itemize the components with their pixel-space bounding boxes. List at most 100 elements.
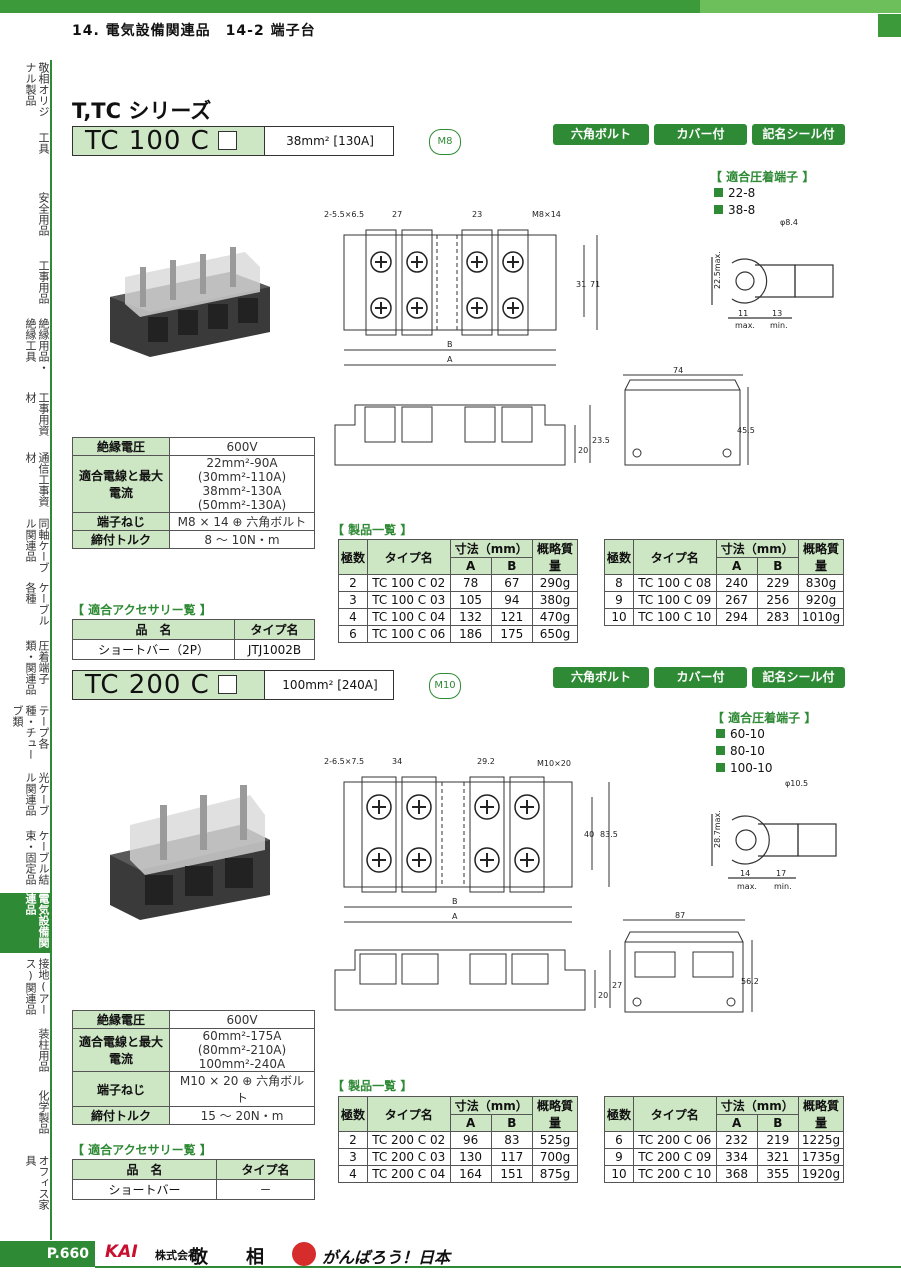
dim-label: 56.2 — [741, 977, 759, 986]
column-header: A — [715, 557, 758, 575]
column-header: タイプ名 — [367, 1096, 451, 1132]
table-cell: TC 100 C 06 — [367, 625, 451, 643]
column-header: 寸法（mm） — [715, 1096, 799, 1115]
dim-label: 2-5.5×6.5 — [324, 210, 364, 219]
ring-terminal-drawing-tc100: φ8.4 22.5max. 11 13 max. min. — [711, 218, 834, 330]
sidebar-category[interactable]: 化学製品 — [37, 1090, 50, 1134]
product-photo-tc200 — [110, 785, 270, 920]
sidebar-category[interactable]: 安全用品 — [37, 192, 50, 236]
sidebar-category[interactable]: 圧着端子類・関連品 — [24, 640, 50, 695]
table-cell: 321 — [756, 1148, 800, 1166]
column-header: 寸法（mm） — [715, 539, 799, 558]
sidebar-category[interactable]: 電気設備関連品 — [0, 893, 50, 953]
end-view-drawing-tc100: 74 45.5 — [623, 366, 755, 466]
table-cell: TC 100 C 04 — [367, 608, 451, 626]
sidebar-category[interactable]: 工事用資材 — [24, 392, 50, 436]
sidebar-category[interactable]: 工具 — [37, 132, 50, 154]
table-cell: 355 — [756, 1165, 800, 1183]
table-cell: ショートバー（2P） — [71, 639, 236, 660]
sidebar-category[interactable]: 通信工事資材 — [24, 452, 50, 507]
column-header: 寸法（mm） — [449, 539, 533, 558]
spec-key: 適合電線と最大電流 — [72, 1028, 170, 1072]
sidebar-category[interactable]: オフィス家具 — [24, 1155, 50, 1210]
table-cell: 380g — [532, 591, 578, 609]
terminal-item: 22-8 — [714, 186, 755, 200]
column-header: B — [490, 557, 534, 575]
table-row: ショートバー（2P）JTJ1002B — [71, 639, 315, 660]
table-cell: 10 — [604, 608, 634, 626]
sidebar-category[interactable]: 装柱用品 — [37, 1028, 50, 1072]
terminal-item: 80-10 — [716, 744, 765, 758]
sidebar-category[interactable]: テープ各種・チューブ類 — [11, 705, 50, 760]
sidebar-category[interactable]: ケーブル各種 — [24, 582, 50, 626]
sidebar-category[interactable]: 光ケーブル関連品 — [24, 772, 50, 816]
column-header: 極数 — [338, 539, 368, 575]
column-header: A — [715, 1114, 758, 1132]
model-header-tc200: TC 200 C 100mm² [240A] — [72, 670, 394, 700]
table-cell: 525g — [532, 1131, 578, 1149]
dim-label: 28.7max. — [713, 810, 722, 848]
accessory-table-tc200: 品 名タイプ名ショートバー－ — [71, 1159, 315, 1200]
dim-label: 45.5 — [737, 426, 755, 435]
table-cell: 132 — [449, 608, 492, 626]
footer-rule — [95, 1266, 901, 1268]
column-header: 概略質量 — [798, 539, 844, 575]
table-cell: 164 — [449, 1165, 492, 1183]
green-square-icon — [714, 188, 723, 197]
table-cell: ショートバー — [71, 1179, 218, 1200]
side-view-drawing-tc200: 20 27 — [334, 949, 622, 1011]
sidebar-category[interactable]: 接地(アース)関連品 — [24, 958, 50, 1015]
option-name-seal: 記名シール付 — [752, 124, 845, 145]
column-header: タイプ名 — [367, 539, 451, 575]
sidebar-category[interactable]: 同軸ケーブル関連品 — [24, 518, 50, 573]
table-cell: 9 — [604, 1148, 634, 1166]
table-cell: 283 — [756, 608, 800, 626]
column-header: 寸法（mm） — [449, 1096, 533, 1115]
table-cell: 1225g — [798, 1131, 844, 1149]
top-view-drawing-tc100: 2-5.5×6.5 27 23 M8×14 31 71 B A — [324, 210, 600, 366]
product-list-heading: 【 製品一覧 】 — [332, 523, 413, 537]
sidebar-category[interactable]: 工事用品 — [37, 260, 50, 304]
table-cell: 8 — [604, 574, 634, 592]
spec-value: 600V — [169, 1010, 315, 1029]
bolt-size-badge: M10 — [429, 673, 461, 699]
terminal-item: 38-8 — [714, 203, 755, 217]
top-view-drawing-tc200: 2-6.5×7.5 34 29.2 M10×20 40 83.5 B A — [324, 757, 618, 923]
spec-key: 端子ねじ — [72, 1071, 170, 1107]
checkbox-square-icon — [217, 131, 237, 150]
model-name: TC 200 C — [73, 671, 265, 699]
dim-label: 27 — [392, 210, 402, 219]
sidebar-category[interactable]: 敬相オリジナル製品 — [24, 62, 50, 117]
sidebar-category[interactable]: ケーブル結束・固定品 — [24, 830, 50, 885]
dim-label: min. — [774, 882, 792, 891]
column-header: 極数 — [338, 1096, 368, 1132]
table-cell: TC 200 C 03 — [367, 1148, 451, 1166]
spec-value: 22mm²-90A(30mm²-110A)38mm²-130A(50mm²-13… — [169, 455, 315, 513]
spec-key: 絶縁電圧 — [72, 437, 170, 456]
dim-label: 11 — [738, 309, 748, 318]
table-cell: 256 — [756, 591, 800, 609]
header-bar — [0, 0, 901, 13]
dim-label: M10×20 — [537, 759, 571, 768]
dim-label: M8×14 — [532, 210, 561, 219]
dim-label: 22.5max. — [713, 251, 722, 289]
table-cell: 232 — [715, 1131, 758, 1149]
spec-value: M8 × 14 ⊕ 六角ボルト — [169, 512, 315, 531]
sidebar-category[interactable]: 絶縁用品・絶縁工具 — [24, 318, 50, 373]
dim-label: 14 — [740, 869, 750, 878]
table-cell: 2 — [338, 574, 368, 592]
option-hex-bolt: 六角ボルト — [553, 124, 649, 145]
column-header: B — [756, 1114, 800, 1132]
end-view-drawing-tc200: 87 56.2 — [623, 911, 759, 1013]
